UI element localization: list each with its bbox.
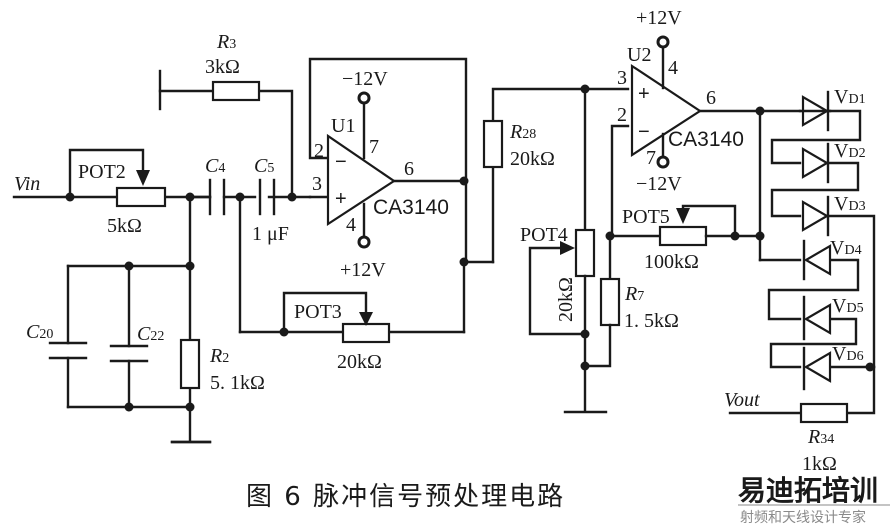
input-wires [12, 69, 466, 444]
c4-label: C4 [205, 155, 225, 177]
u1-supply-bottom: +12V [340, 259, 386, 281]
r28: R28 20kΩ [482, 87, 630, 264]
pot2: POT2 5kΩ [78, 161, 167, 237]
diode-vd1: VD1 [798, 86, 866, 132]
u1-pin-6: 6 [404, 158, 414, 180]
u2-pin-2: 2 [617, 104, 627, 126]
opamp-u1: − + 2 3 6 7 4 U1 CA3140 −12V +12V [308, 57, 495, 334]
u1-pin-7: 7 [369, 136, 379, 158]
u1-part: CA3140 [373, 196, 449, 219]
u1-supply-top: −12V [342, 68, 388, 90]
vd1-label: VD1 [834, 86, 866, 108]
r28-label: R28 [509, 121, 536, 143]
pot5-label: POT5 [622, 206, 670, 228]
r7-value: 1. 5kΩ [624, 310, 679, 332]
vd5-label: VD5 [832, 295, 864, 317]
pot4-label: POT4 [520, 224, 568, 246]
r3-label: R3 [216, 31, 236, 53]
vin-label: Vin [14, 173, 40, 195]
diode-vd6: VD6 [802, 343, 864, 391]
u2-pin-7: 7 [646, 147, 656, 169]
u1-pin-3: 3 [312, 173, 322, 195]
c20: C20 [26, 321, 88, 360]
r2-value: 5. 1kΩ [210, 372, 265, 394]
vd3-label: VD3 [834, 193, 866, 215]
r34-label: R34 [807, 426, 834, 448]
u2-pin-3: 3 [617, 67, 627, 89]
r28-value: 20kΩ [510, 148, 555, 170]
vd2-label: VD2 [834, 140, 866, 162]
vd4-label: VD4 [830, 237, 862, 259]
r34-value: 1kΩ [802, 453, 837, 475]
watermark-tagline: 射频和天线设计专家 [740, 509, 866, 526]
u2-minus: − [638, 121, 650, 143]
u2-pin-6: 6 [706, 87, 716, 109]
opamp-u2: + − 3 2 6 4 7 U2 CA3140 +12V −12V [610, 7, 802, 238]
pot3: POT3 20kΩ [294, 301, 391, 373]
diode-vd5: VD5 [802, 295, 864, 341]
r2: R2 5. 1kΩ [179, 338, 265, 394]
watermark-brand-blue: 培训 [822, 474, 878, 507]
u2-supply-bottom: −12V [636, 173, 682, 195]
r2-label: R2 [209, 345, 229, 367]
pot2-label: POT2 [78, 161, 126, 183]
pot4: POT4 20kΩ [520, 87, 596, 412]
diode-vd3: VD3 [801, 193, 866, 237]
u1-minus: − [335, 151, 347, 173]
pot3-label: POT3 [294, 301, 342, 323]
diode-ladder-wires [728, 109, 876, 415]
watermark-brand-red: 易迪拓 [738, 474, 822, 507]
r7: R7 1. 5kΩ [583, 234, 679, 368]
pot2-value: 5kΩ [107, 215, 142, 237]
u2-supply-top: +12V [636, 7, 682, 29]
c22-label: C22 [137, 323, 164, 345]
pot5-value: 100kΩ [644, 251, 699, 273]
u1-ref: U1 [331, 115, 355, 137]
figure-caption: 图 6 脉冲信号预处理电路 [246, 482, 565, 512]
pot5: POT5 100kΩ [608, 204, 762, 273]
c20-label: C20 [26, 321, 53, 343]
watermark: 易迪拓 培训 射频和天线设计专家 [738, 474, 890, 526]
diode-vd4: VD4 [802, 237, 862, 281]
c5-label: C5 [254, 155, 274, 177]
c22: C22 [109, 323, 164, 363]
c5: C5 1 μF [252, 155, 289, 245]
r34: R34 1kΩ [799, 402, 849, 475]
u1-pin-2: 2 [314, 140, 324, 162]
vd6-label: VD6 [832, 343, 864, 365]
c5-value: 1 μF [252, 223, 289, 245]
r7-label: R7 [624, 283, 644, 305]
u2-ref: U2 [627, 44, 651, 66]
u1-plus: + [335, 188, 347, 210]
r3-value: 3kΩ [205, 56, 240, 78]
u2-plus: + [638, 83, 650, 105]
u1-pin-4: 4 [346, 214, 356, 236]
pot4-value: 20kΩ [555, 277, 577, 322]
diode-vd2: VD2 [801, 140, 866, 184]
u2-pin-4: 4 [668, 57, 678, 79]
u2-part: CA3140 [668, 128, 744, 151]
r3: R3 3kΩ [205, 31, 261, 102]
pot3-value: 20kΩ [337, 351, 382, 373]
vout-label: Vout [724, 389, 760, 411]
c4: C4 [205, 155, 225, 216]
